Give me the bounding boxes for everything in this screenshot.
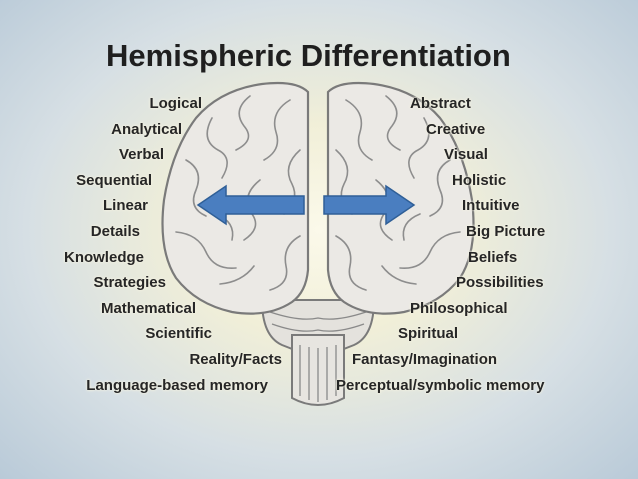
right-label: Creative <box>426 120 486 138</box>
right-label: Visual <box>444 146 488 164</box>
right-label: Big Picture <box>466 223 546 240</box>
left-label: Reality/Facts <box>189 351 282 368</box>
right-label: Intuitive <box>462 197 520 215</box>
left-label: Analytical <box>111 120 182 138</box>
left-label: Sequential <box>76 171 152 189</box>
left-label: Details <box>90 223 140 240</box>
arrow-left-icon <box>196 184 305 226</box>
left-label: Scientific <box>145 325 212 343</box>
right-label: Holistic <box>452 171 507 189</box>
left-label: Mathematical <box>100 299 196 317</box>
right-label: Beliefs <box>468 248 518 266</box>
left-label: Knowledge <box>63 248 144 266</box>
arrow-right-icon <box>323 184 416 226</box>
right-label: Possibilities <box>456 274 544 292</box>
left-label: Strategies <box>93 274 166 292</box>
right-label: Abstract <box>410 95 471 112</box>
page-title: Hemispheric Differentiation <box>106 38 511 73</box>
right-label: Fantasy/Imagination <box>352 351 498 368</box>
left-label: Verbal <box>118 146 164 164</box>
right-label: Spiritual <box>398 325 459 343</box>
right-label: Philosophical <box>410 299 508 317</box>
left-label: Linear <box>102 197 148 215</box>
left-label: Logical <box>149 95 202 112</box>
right-label: Perceptual/symbolic memory <box>336 376 545 394</box>
left-label: Language-based memory <box>86 376 268 394</box>
